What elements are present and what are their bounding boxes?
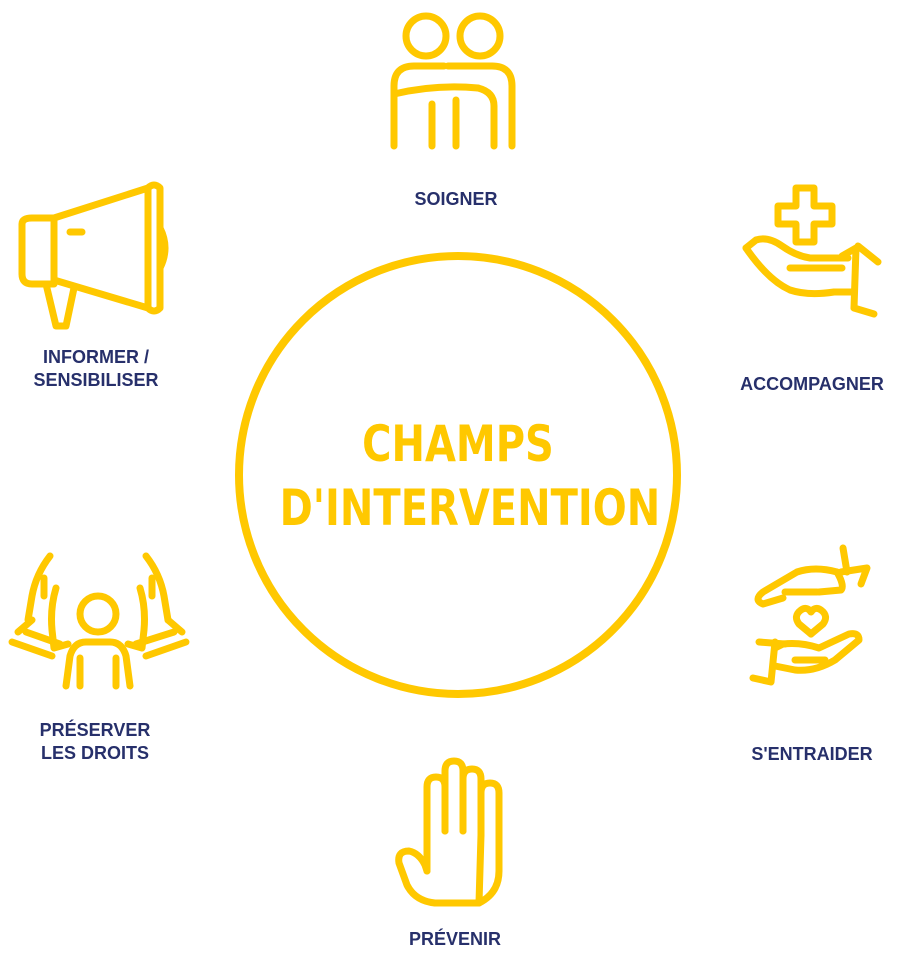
two-people-icon (380, 8, 540, 158)
label-accompagner: ACCOMPAGNER (740, 374, 884, 394)
label-preserver-line-1: PRÉSERVER (39, 720, 151, 740)
raised-hand-icon (395, 755, 515, 915)
protected-person-icon (8, 548, 190, 698)
label-entraider: S'ENTRAIDER (751, 744, 873, 764)
diagram-title: CHAMPS D'INTERVENTION (279, 412, 661, 540)
label-prevenir: PRÉVENIR (408, 929, 502, 949)
label-preserver-line-2: LES DROITS (40, 743, 149, 763)
center-circle (235, 252, 681, 698)
label-informer: INFORMER / SENSIBILISER (0, 346, 192, 392)
hands-heart-icon (745, 542, 875, 692)
label-preserver: PRÉSERVER LES DROITS (0, 719, 190, 765)
label-informer-line-1: INFORMER / (43, 347, 149, 367)
title-line-1: CHAMPS (362, 415, 554, 473)
label-informer-line-2: SENSIBILISER (33, 370, 159, 390)
title-line-2: D'INTERVENTION (279, 479, 661, 537)
megaphone-icon (18, 180, 178, 330)
hand-medical-cross-icon (738, 180, 888, 325)
label-soigner: SOIGNER (414, 189, 498, 209)
